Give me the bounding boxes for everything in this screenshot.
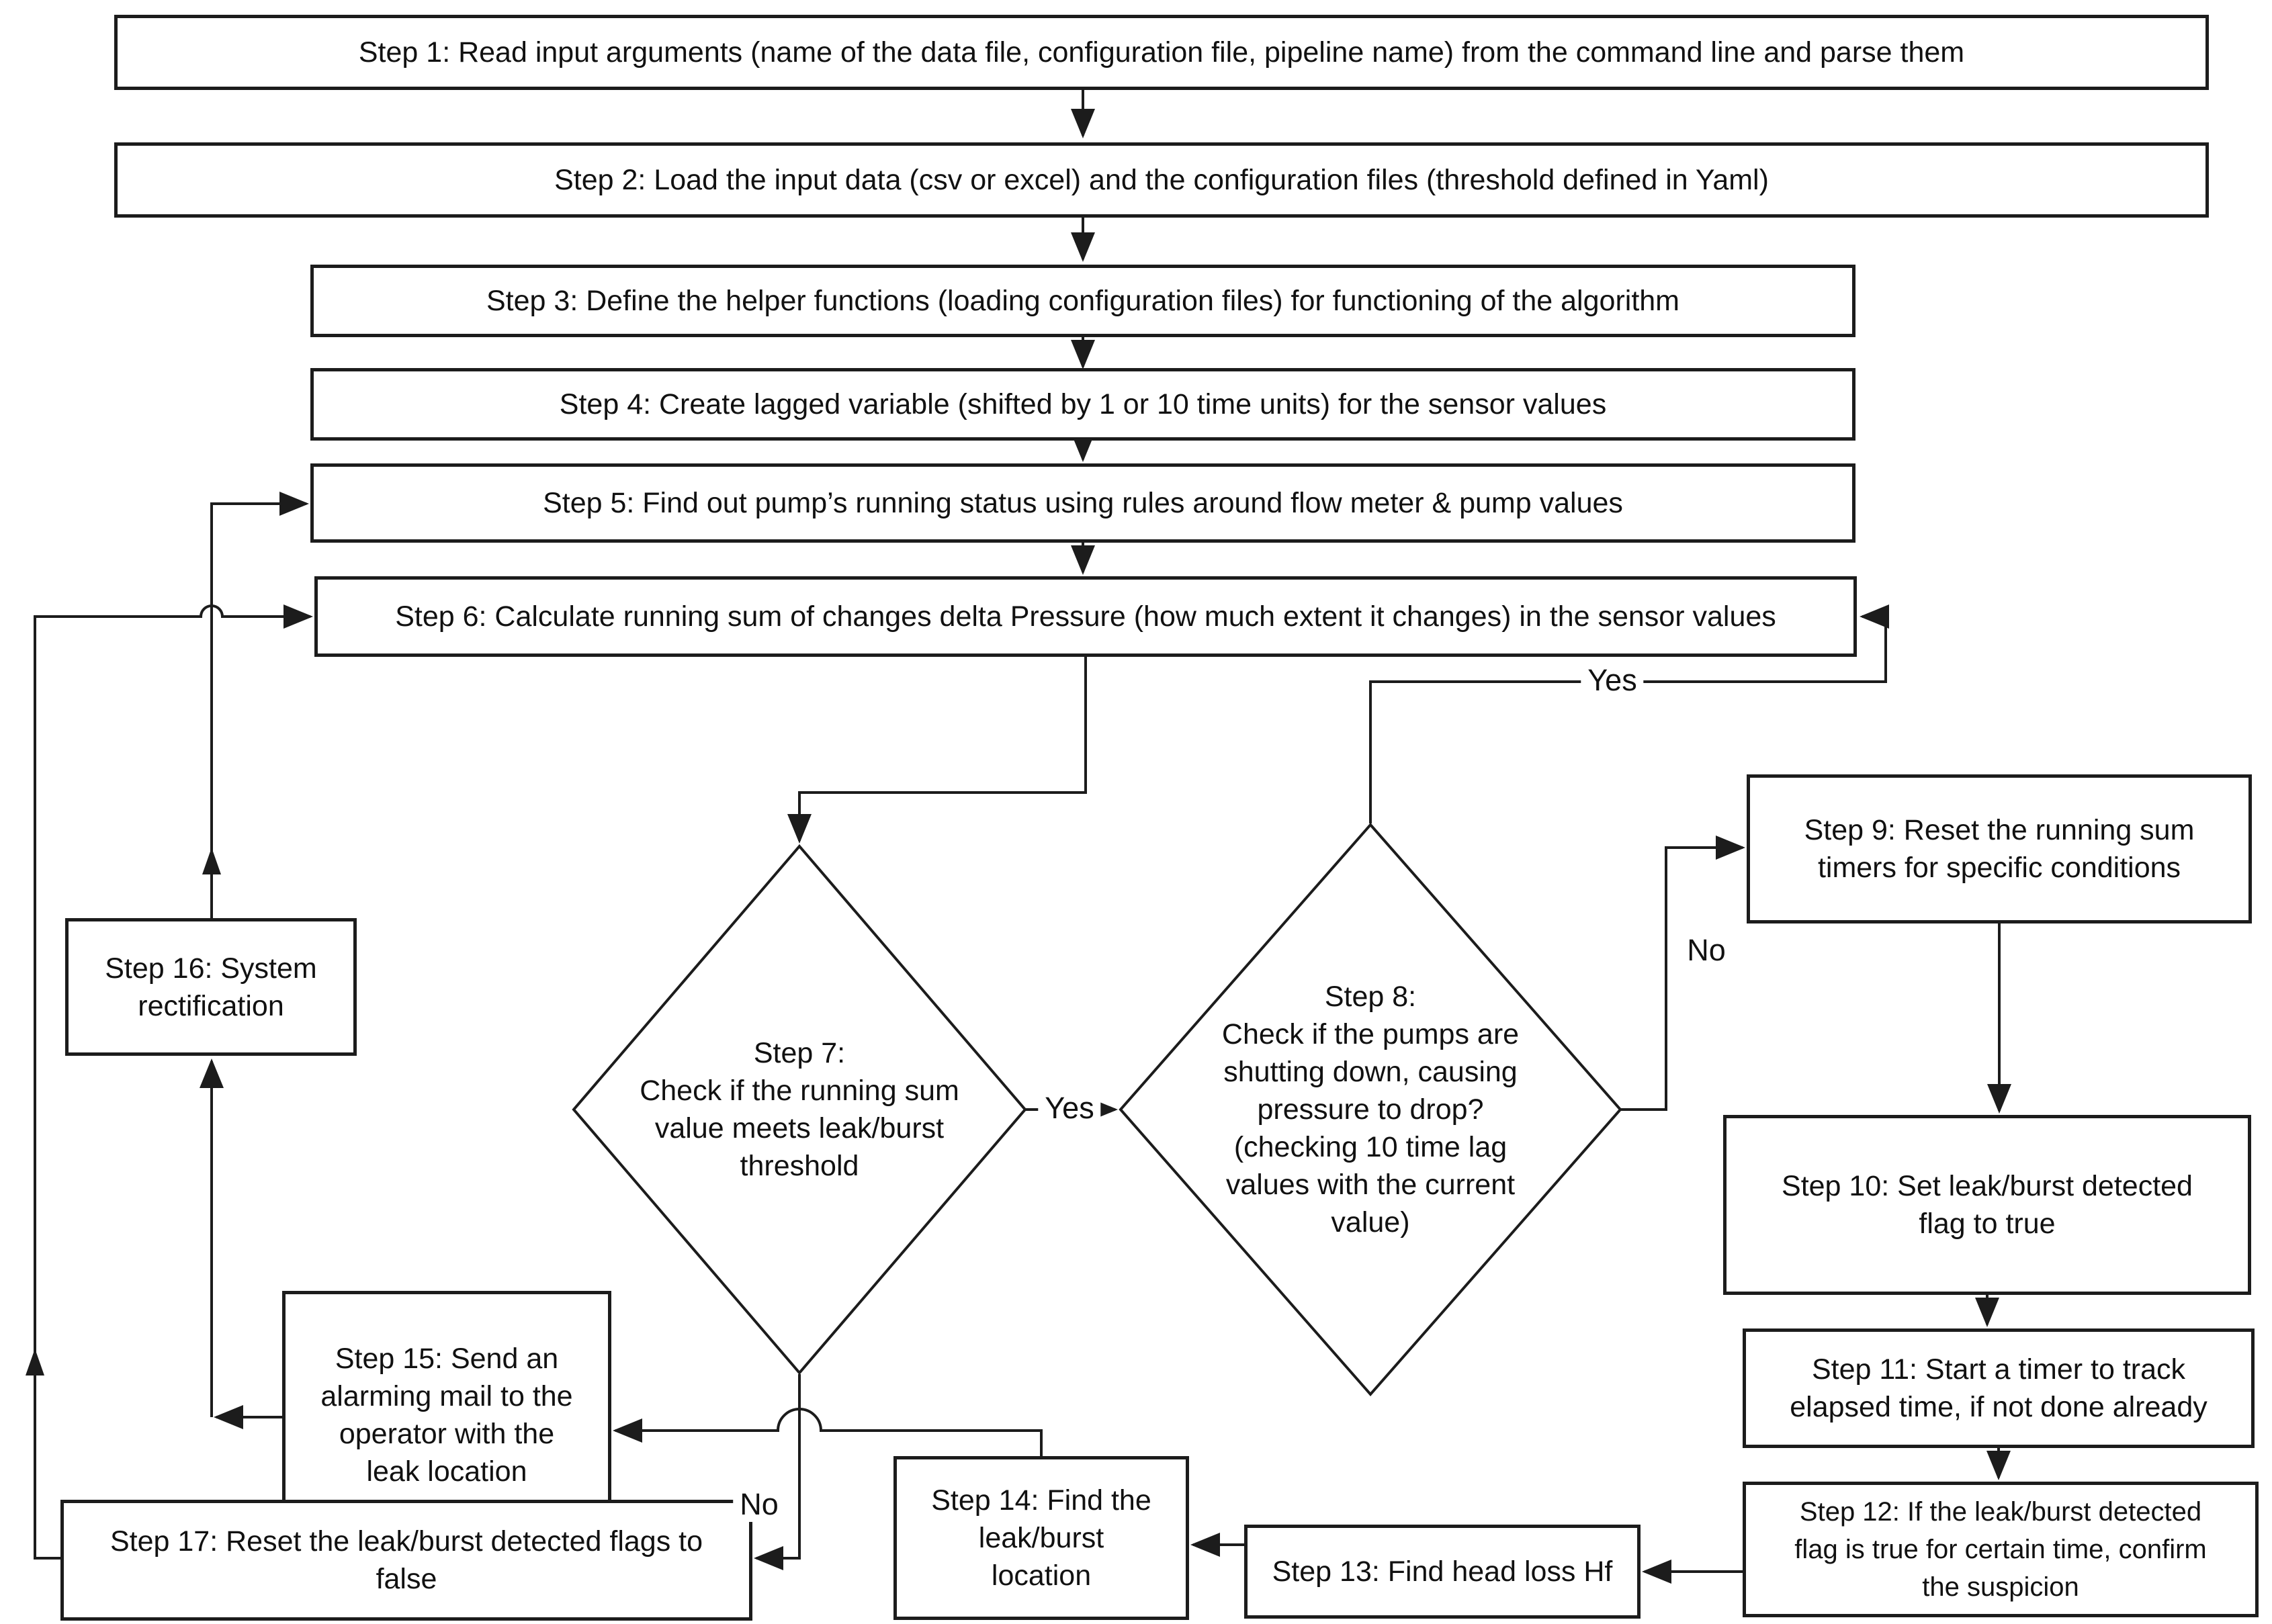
node-step-1: Step 1: Read input arguments (name of th…	[114, 15, 2209, 90]
node-step-6: Step 6: Calculate running sum of changes…	[314, 576, 1857, 657]
node-step-3: Step 3: Define the helper functions (loa…	[310, 265, 1855, 337]
edge-step6-step7	[787, 657, 1087, 844]
node-step-5: Step 5: Find out pump’s running status u…	[310, 463, 1855, 543]
node-step-15: Step 15: Send an alarming mail to the op…	[282, 1291, 611, 1539]
node-step-2: Step 2: Load the input data (csv or exce…	[114, 142, 2209, 218]
edge-step17-step6	[34, 604, 313, 1560]
node-step-10: Step 10: Set leak/burst detected flag to…	[1723, 1115, 2251, 1295]
step-7-diamond	[572, 844, 1027, 1375]
node-step-4: Step 4: Create lagged variable (shifted …	[310, 368, 1855, 441]
edge-label-yes-step8: Yes	[1581, 663, 1644, 698]
edge-step7-no-step17	[754, 1374, 801, 1570]
node-step-11: Step 11: Start a timer to track elapsed …	[1743, 1328, 2255, 1448]
node-step-8: Step 8: Check if the pumps are shutting …	[1221, 981, 1520, 1238]
node-step-17: Step 17: Reset the leak/burst detected f…	[60, 1500, 752, 1621]
edge-step8-yes-step6	[1369, 604, 1889, 823]
node-step-14: Step 14: Find the leak/burst location	[893, 1456, 1189, 1620]
edge-label-no-step8: No	[1680, 933, 1733, 968]
node-step-16: Step 16: System rectification	[65, 918, 357, 1056]
node-step-12: Step 12: If the leak/burst detected flag…	[1743, 1482, 2259, 1617]
edge-step8-no-step9	[1620, 836, 1745, 1111]
step-8-diamond	[1119, 822, 1622, 1397]
up-arrowhead-left-loop	[26, 1349, 44, 1375]
edge-label-no-step7: No	[733, 1487, 785, 1522]
node-step-7: Step 7: Check if the running sum value m…	[640, 1037, 959, 1182]
node-step-13: Step 13: Find head loss Hf	[1244, 1525, 1641, 1619]
edge-label-yes-step7: Yes	[1038, 1091, 1101, 1126]
up-arrowhead-step16-line	[202, 848, 221, 874]
node-step-9: Step 9: Reset the running sum timers for…	[1747, 774, 2252, 923]
edge-step14-step15	[613, 1408, 1043, 1456]
edge-step16-step5	[210, 492, 309, 918]
